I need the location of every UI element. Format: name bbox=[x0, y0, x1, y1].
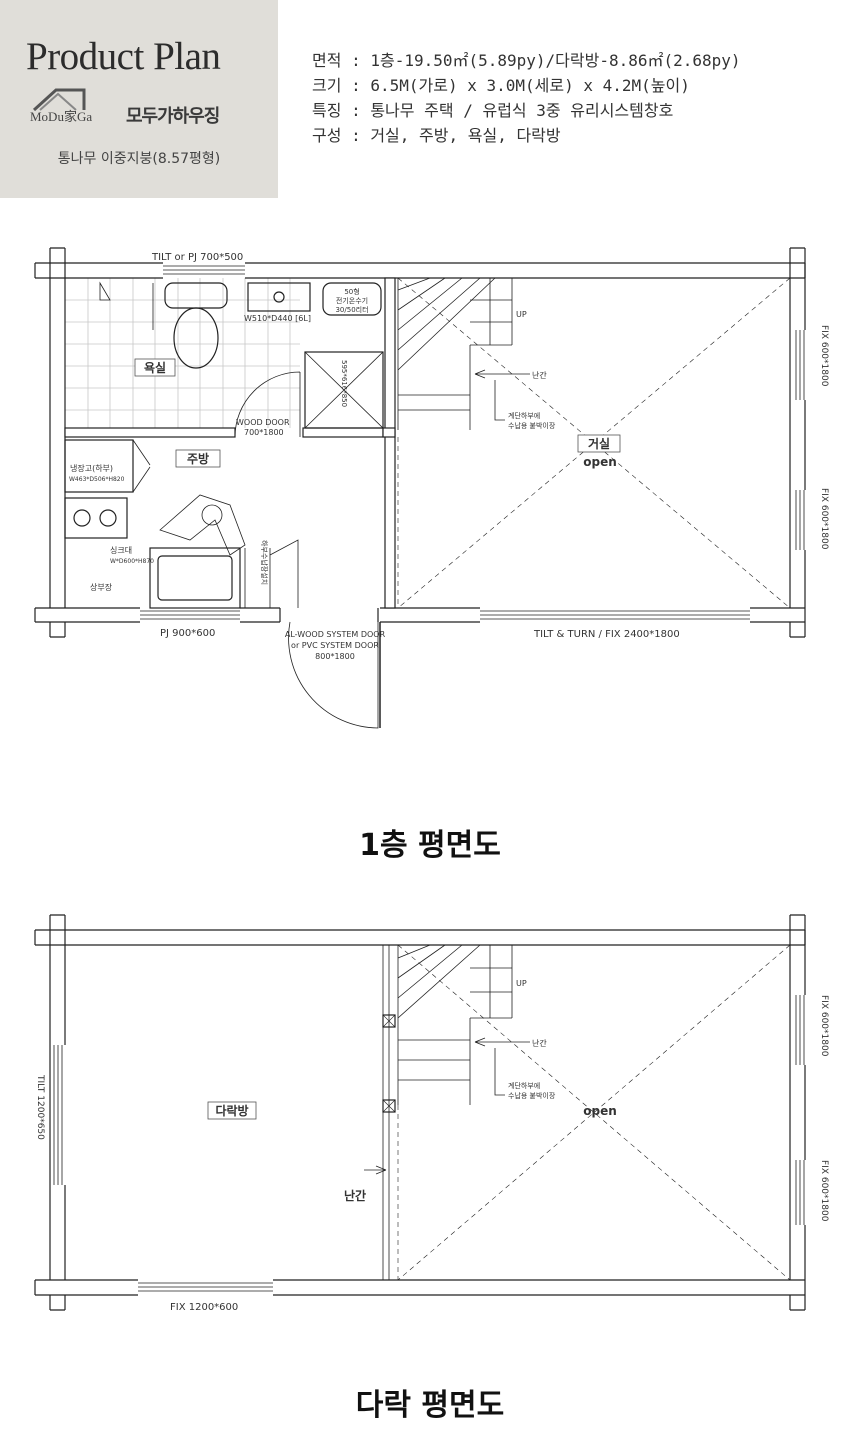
wood-door-label-1: WOOD DOOR bbox=[236, 418, 290, 427]
window-bottom-label: PJ 900*600 bbox=[160, 628, 215, 639]
window-right-label-1: FIX 600*1800 bbox=[819, 325, 829, 387]
logo-text-kr: 모두가하우징 bbox=[126, 106, 220, 127]
cooktop bbox=[64, 497, 128, 539]
up-label: UP bbox=[516, 310, 527, 319]
heater-label-3: 30/50리터 bbox=[335, 305, 368, 314]
attic-storage-label-1: 계단하부에 bbox=[508, 1081, 540, 1090]
bathroom-tiles bbox=[65, 278, 300, 428]
shower-booth bbox=[304, 351, 384, 429]
attic-stairs bbox=[397, 944, 513, 1105]
toilet-tank bbox=[164, 282, 228, 309]
attic-outer-wall bbox=[34, 929, 806, 946]
kitchen-sink bbox=[149, 547, 241, 609]
basin-label: W510*D440 [6L] bbox=[244, 314, 311, 323]
logo-text-en: MoDu家Ga bbox=[30, 109, 93, 124]
entrance-door-swing bbox=[288, 621, 379, 729]
water-heater bbox=[322, 282, 382, 316]
attic-title: 다락 평면도 bbox=[355, 1388, 505, 1423]
spec-list: 면적 : 1층-19.50㎡(5.89py)/다락방-8.86㎡(2.68py)… bbox=[312, 48, 741, 148]
attic-label: 다락방 bbox=[215, 1103, 248, 1118]
fridge-label-2: W463*D506*H820 bbox=[69, 476, 125, 483]
sink-label-1: 싱크대 bbox=[110, 545, 132, 555]
heater-label-2: 전기온수기 bbox=[336, 296, 368, 305]
entrance-door-label-1: AL-WOOD SYSTEM DOOR bbox=[285, 630, 386, 639]
attic-window-bottom-label: FIX 1200*600 bbox=[170, 1302, 238, 1313]
attic-window-left-label: TILT 1200*650 bbox=[35, 1074, 45, 1140]
railing-label: 난간 bbox=[532, 370, 547, 380]
window-top-label: TILT or PJ 700*500 bbox=[151, 252, 243, 263]
floor1-stairs bbox=[397, 277, 513, 430]
floor1-plan: TILT or PJ 700*500 욕실 주방 거실 open UP 난간 계… bbox=[34, 247, 829, 729]
entrance-door-label-2: or PVC SYSTEM DOOR bbox=[291, 641, 379, 650]
shower-label: 595*616*850 bbox=[340, 360, 348, 407]
open-label: open bbox=[583, 455, 617, 469]
sink-label-2: W*D600*H870 bbox=[110, 558, 154, 565]
storage-label-1: 계단하부에 bbox=[508, 411, 540, 420]
window-big-label: TILT & TURN / FIX 2400*1800 bbox=[533, 629, 680, 640]
attic-open-diagonals bbox=[397, 944, 791, 1281]
spec-area: 면적 : 1층-19.50㎡(5.89py)/다락방-8.86㎡(2.68py) bbox=[312, 51, 741, 70]
attic-window-right-label-1: FIX 600*1800 bbox=[819, 995, 829, 1057]
window-right-label-2: FIX 600*1800 bbox=[819, 488, 829, 550]
wash-basin bbox=[247, 282, 311, 312]
house-logo-icon bbox=[32, 88, 86, 112]
person-figure bbox=[159, 494, 246, 556]
spec-size: 크기 : 6.5M(가로) x 3.0M(세로) x 4.2M(높이) bbox=[312, 76, 690, 95]
attic-open-label: open bbox=[583, 1104, 617, 1118]
wood-door-label-2: 700*1800 bbox=[244, 428, 284, 437]
bathroom-door-swing bbox=[234, 371, 301, 438]
drain-label: 상부장 bbox=[90, 582, 113, 592]
brand-logo: MoDu家Ga 모두가하우징 bbox=[30, 86, 230, 134]
model-subtitle: 통나무 이중지붕(8.57평형) bbox=[57, 151, 221, 167]
floor1-title: 1층 평면도 bbox=[359, 828, 501, 863]
attic-plan: 다락방 open UP 난간 계단하부에 수납용 붙박이장 난간 TILT 12… bbox=[34, 914, 829, 1313]
attic-window-right-label-2: FIX 600*1800 bbox=[819, 1160, 829, 1222]
shower-head-icon bbox=[99, 281, 111, 301]
spec-composition: 구성 : 거실, 주방, 욕실, 다락방 bbox=[312, 126, 561, 145]
header-panel: Product Plan MoDu家Ga 모두가하우징 통나무 이중지붕(8.5… bbox=[0, 0, 278, 198]
bathroom-label: 욕실 bbox=[144, 360, 166, 375]
cabinet-label: 하부수납장설치 bbox=[260, 540, 269, 585]
attic-railing-stair-label: 난간 bbox=[532, 1038, 547, 1048]
storage-label-2: 수납용 붙박이장 bbox=[508, 421, 556, 430]
spec-feature: 특징 : 통나무 주택 / 유럽식 3중 유리시스템창호 bbox=[312, 101, 674, 120]
attic-storage-label-2: 수납용 붙박이장 bbox=[508, 1091, 556, 1100]
attic-railing-edge-label: 난간 bbox=[344, 1188, 366, 1203]
attic-up-label: UP bbox=[516, 979, 527, 988]
heater-label-1: 50형 bbox=[344, 288, 359, 296]
kitchen-label: 주방 bbox=[187, 451, 209, 466]
fridge bbox=[64, 439, 134, 493]
toilet-bowl bbox=[173, 307, 219, 369]
product-title: Product Plan bbox=[26, 35, 221, 78]
fridge-label-1: 냉장고(하부) bbox=[70, 463, 113, 473]
living-label: 거실 bbox=[588, 436, 610, 451]
floor1-outer-wall bbox=[34, 262, 806, 279]
entrance-door-label-3: 800*1800 bbox=[315, 652, 355, 661]
